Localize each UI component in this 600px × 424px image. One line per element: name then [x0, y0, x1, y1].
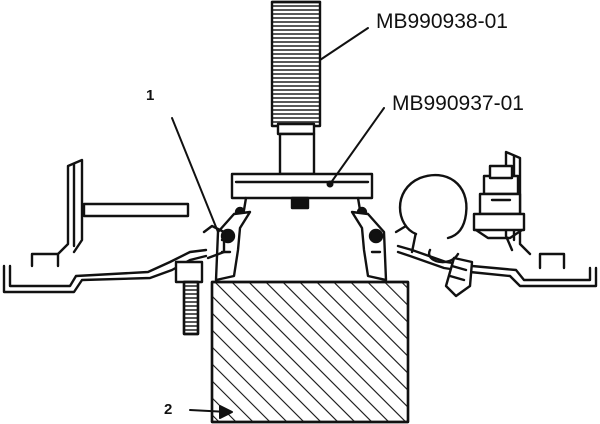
- tool-lower-label: MB990937-01: [392, 92, 524, 115]
- right-round-bracket: [398, 173, 474, 298]
- callout-2-label: 2: [164, 401, 172, 418]
- callout-1-label: 1: [146, 87, 154, 104]
- left-clamp: [214, 210, 252, 282]
- hatched-block: [210, 280, 410, 424]
- right-connector: [472, 164, 526, 240]
- left-bolt: [174, 260, 204, 336]
- left-body-panel: [2, 158, 226, 294]
- tool-plate: [230, 172, 374, 218]
- tool-upper-label: MB990938-01: [376, 10, 508, 33]
- right-clamp: [350, 210, 388, 282]
- threaded-bolt: [270, 0, 322, 176]
- leader-lines: [171, 27, 385, 419]
